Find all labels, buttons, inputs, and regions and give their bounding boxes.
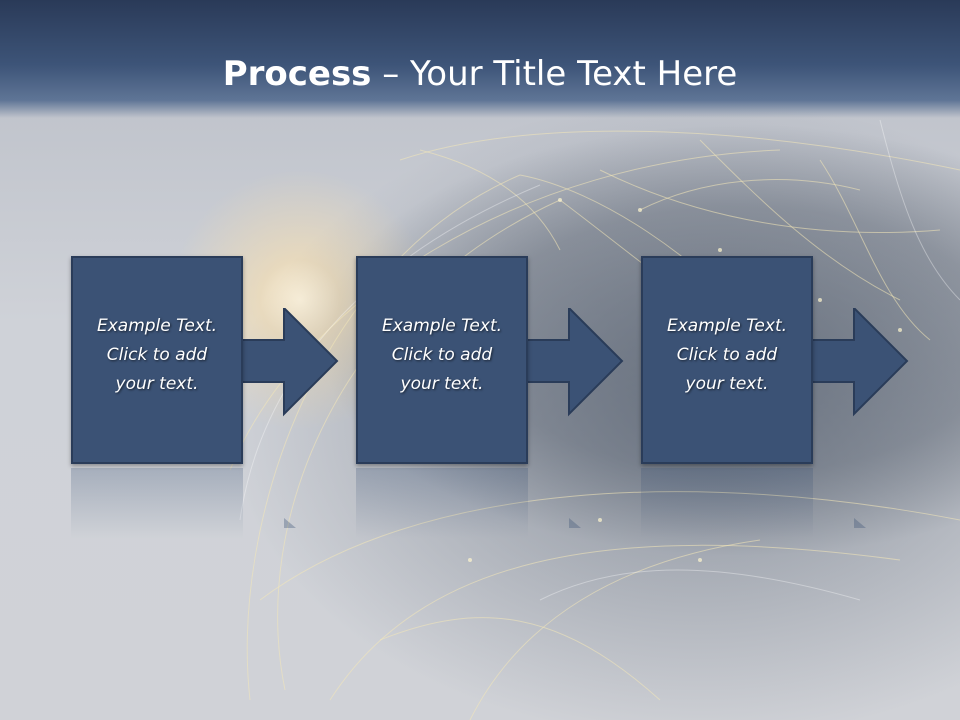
process-step-2[interactable]: Example Text. Click to add your text. (356, 256, 528, 464)
title-bold: Process (222, 54, 372, 94)
arrow-reflection (284, 518, 296, 528)
process-step-1[interactable]: Example Text. Click to add your text. (71, 256, 243, 464)
title-rest: – Your Title Text Here (371, 54, 738, 94)
step-reflection (71, 468, 243, 538)
arrow-reflection (854, 518, 866, 528)
arrow-icon (527, 308, 624, 417)
process-step-3[interactable]: Example Text. Click to add your text. (641, 256, 813, 464)
arrow-icon (812, 308, 909, 417)
arrow-icon (242, 308, 339, 417)
slide-title[interactable]: Process – Your Title Text Here (0, 52, 960, 96)
step-text[interactable]: Example Text. Click to add your text. (96, 316, 218, 394)
step-text[interactable]: Example Text. Click to add your text. (381, 316, 503, 394)
arrow-reflection (569, 518, 581, 528)
step-reflection (356, 468, 528, 538)
step-reflection (641, 468, 813, 538)
title-bar (0, 0, 960, 118)
step-text[interactable]: Example Text. Click to add your text. (666, 316, 788, 394)
